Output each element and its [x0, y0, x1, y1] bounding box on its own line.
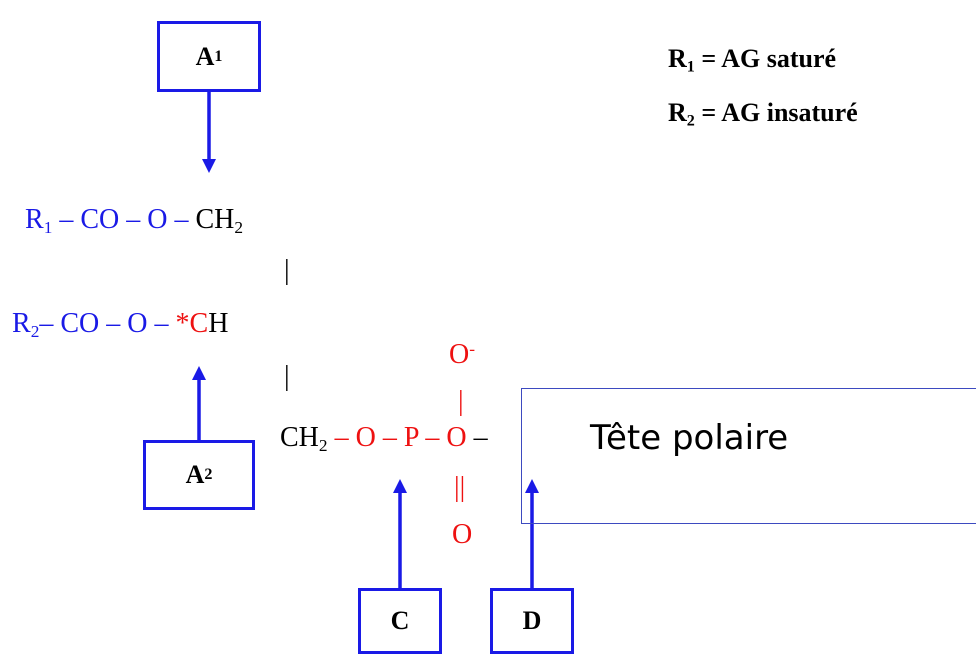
formula-row-2: R2– CO – O – *CH — [12, 308, 229, 341]
legend-r2: R2 = AG insaturé — [668, 98, 858, 130]
phosphate-double-bond: || — [454, 472, 466, 503]
legend-r1: R1 = AG saturé — [668, 44, 837, 76]
ch2-top: CH2 — [195, 204, 244, 237]
site-box-d: D — [490, 588, 574, 654]
site-a2-label: A — [185, 460, 205, 489]
formula-row-3: CH2 – O – P – O – — [280, 422, 488, 455]
chiral-carbon: *C — [175, 308, 209, 339]
legend-r2-text: = AG insaturé — [694, 98, 858, 127]
formula-row-1: R1 – CO – O – CH2 — [25, 204, 244, 237]
legend-r2-sub: 2 — [686, 112, 695, 130]
r2-link: – CO – O – — [39, 308, 176, 339]
chain-tail: – — [466, 422, 488, 453]
legend-r1-sub: 1 — [686, 58, 695, 76]
r1-link: – CO – O – — [52, 204, 196, 235]
bond-vertical-1: | — [284, 255, 290, 286]
r1-symbol: R — [25, 204, 44, 235]
polar-head-label: Tête polaire — [590, 418, 789, 458]
polar-head-callout — [521, 388, 976, 524]
legend-r2-symbol: R — [668, 98, 687, 127]
phosphate-o-minus: O- — [449, 339, 476, 370]
phosphate-o-bottom: O — [452, 519, 473, 550]
phosphate-chain: – O – P – — [327, 422, 447, 453]
r2-sub: 2 — [30, 321, 40, 341]
legend-r1-symbol: R — [668, 44, 687, 73]
legend-r1-text: = AG saturé — [694, 44, 837, 73]
site-d-label: D — [522, 606, 542, 635]
site-box-c: C — [358, 588, 442, 654]
ch2-bottom: CH2 — [280, 422, 328, 455]
phosphate-bond-top: | — [458, 386, 464, 417]
r1-sub: 1 — [43, 217, 53, 237]
chiral-h: H — [208, 308, 229, 339]
bond-vertical-2: | — [284, 361, 290, 392]
phosphate-o-right: O — [446, 422, 467, 453]
site-a1-label: A — [195, 41, 215, 71]
site-c-label: C — [390, 606, 410, 635]
r2-symbol: R — [12, 308, 31, 339]
